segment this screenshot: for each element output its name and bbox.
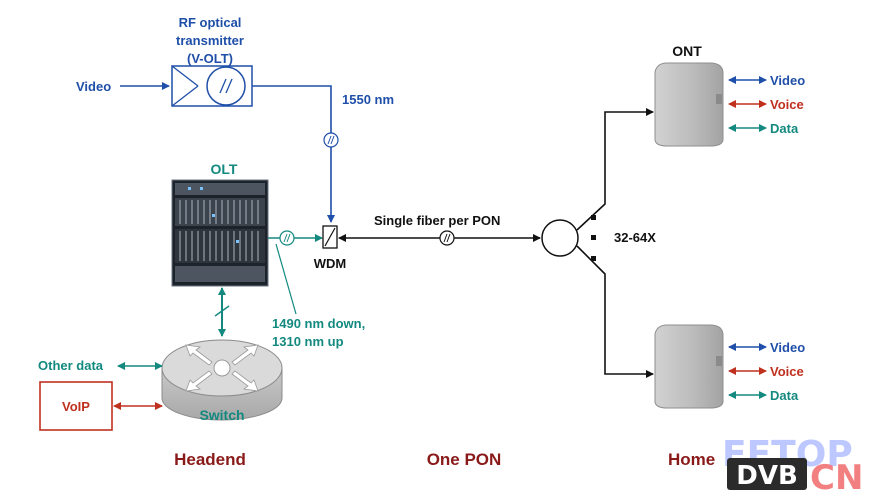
wavelength-up-label: 1310 nm up <box>272 334 344 349</box>
wavelength-down-label: 1490 nm down, <box>272 316 365 331</box>
ont-label: ONT <box>672 43 702 59</box>
ont-bottom-data-label: Data <box>770 388 799 403</box>
rf-label-line1: RF optical <box>179 15 242 30</box>
rf-label-line2: transmitter <box>176 33 244 48</box>
section-one-pon: One PON <box>427 450 502 469</box>
link-slash-mark <box>214 305 230 317</box>
rf-transmitter-label: RF optical transmitter (V-OLT) <box>176 15 244 66</box>
video-input-label: Video <box>76 79 111 94</box>
wdm-label: WDM <box>314 256 347 271</box>
wavelength-1550-label: 1550 nm <box>342 92 394 107</box>
switch-label: Switch <box>199 407 244 423</box>
voip-box <box>39 381 113 431</box>
olt-label: OLT <box>211 161 238 177</box>
ont-bottom-video-label: Video <box>770 340 805 355</box>
voip-label: VoIP <box>62 399 90 414</box>
watermark-dvb: DVB <box>736 461 798 491</box>
watermark-cn: CN <box>810 458 863 496</box>
split-dots <box>591 215 596 261</box>
other-data-label: Other data <box>38 358 104 373</box>
section-home: Home <box>668 450 715 469</box>
ont-top-video-label: Video <box>770 73 805 88</box>
drop-fiber-bottom <box>576 245 654 378</box>
optical-splitter-icon <box>541 219 579 257</box>
ont-top-voice-label: Voice <box>770 97 804 112</box>
split-ratio-label: 32-64X <box>614 230 656 245</box>
ont-device-icon <box>654 324 724 409</box>
section-headend: Headend <box>174 450 246 469</box>
ont-top-data-label: Data <box>770 121 799 136</box>
wdm-coupler-icon <box>322 225 338 249</box>
rf-label-line3: (V-OLT) <box>187 51 233 66</box>
wavelength-callout-line <box>275 243 297 315</box>
fiber-marker-icon <box>279 230 295 246</box>
ont-bottom-voice-label: Voice <box>770 364 804 379</box>
olt-chassis-icon <box>171 179 269 287</box>
fiber-label: Single fiber per PON <box>374 213 500 228</box>
drop-fiber-top <box>576 108 654 231</box>
switch-icon <box>161 339 283 421</box>
fiber-marker-icon <box>323 132 339 148</box>
fiber-marker-icon <box>439 230 455 246</box>
watermark-logo: EETOP DVB CN <box>722 434 863 496</box>
video-1550-fiber <box>252 85 335 223</box>
rf-transmitter-box <box>171 65 253 107</box>
ont-device-icon <box>654 62 724 147</box>
